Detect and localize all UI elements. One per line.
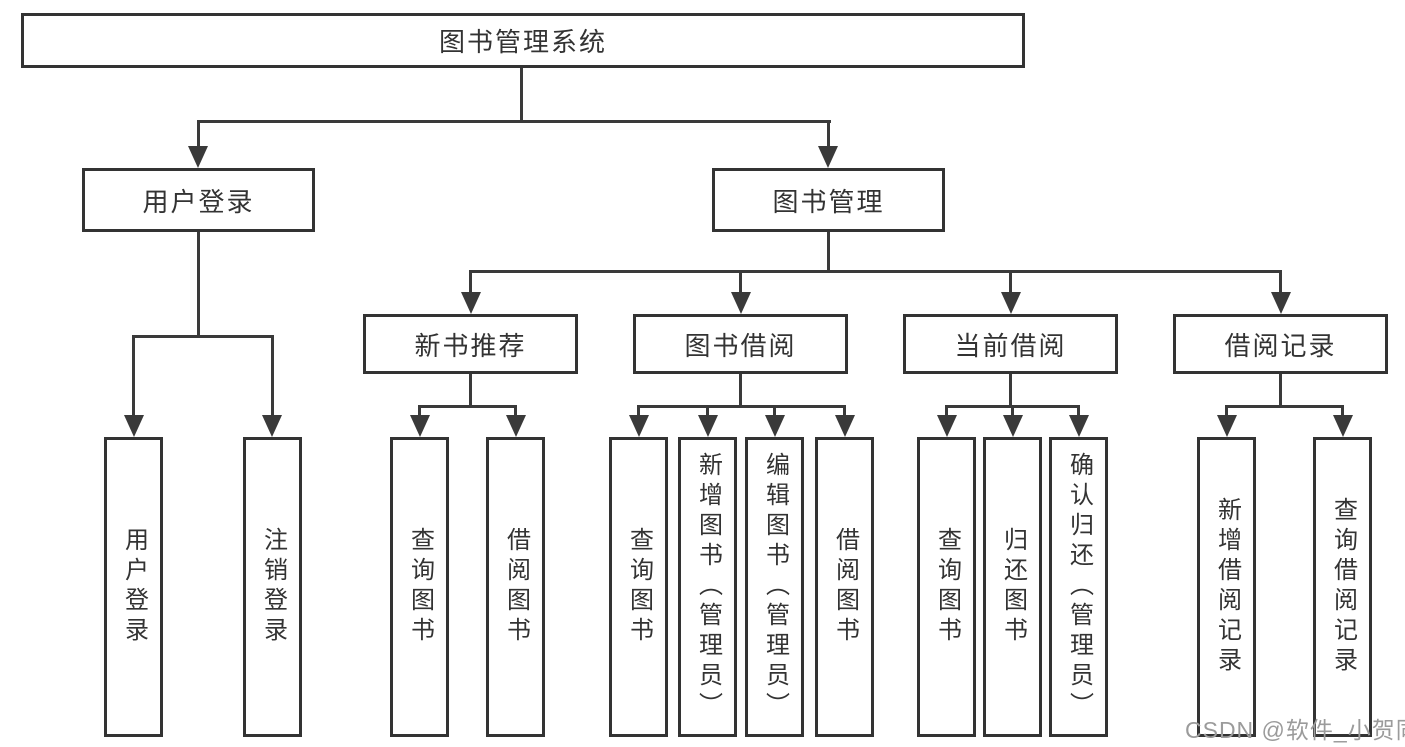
arrow-down-icon (410, 415, 430, 437)
leaf-logout: 注销登录 (243, 437, 302, 737)
arrow-down-icon (1217, 415, 1237, 437)
connector-login-drop-2 (271, 335, 274, 420)
connector-mgmt-drop-3 (1009, 270, 1012, 298)
connector-borrow-stem (739, 372, 742, 407)
arrow-down-icon (835, 415, 855, 437)
node-book-borrow-label: 图书借阅 (684, 330, 797, 361)
arrow-down-icon (1271, 292, 1291, 314)
connector-rec-branch (418, 405, 517, 408)
leaf-logout-label: 注销登录 (259, 527, 287, 647)
leaf-bb-borrow-books-label: 借阅图书 (831, 527, 859, 647)
leaf-cb-confirm-return-admin: 确认归还（管理员） (1049, 437, 1108, 737)
arrow-down-icon (1003, 415, 1023, 437)
csdn-watermark: CSDN @软件_小贺同学 (1185, 717, 1405, 743)
leaf-cb-confirm-return-admin-label: 确认归还（管理员） (1065, 452, 1093, 722)
leaf-br-add-record-label: 新增借阅记录 (1213, 497, 1241, 677)
node-borrow-records-label: 借阅记录 (1224, 330, 1337, 361)
leaf-br-query-record: 查询借阅记录 (1313, 437, 1372, 737)
arrow-down-icon (629, 415, 649, 437)
leaf-cb-return-books: 归还图书 (983, 437, 1042, 737)
connector-records-stem (1279, 372, 1282, 407)
connector-records-branch (1225, 405, 1343, 408)
connector-rec-stem (469, 372, 472, 407)
node-new-book-rec-label: 新书推荐 (414, 330, 527, 361)
connector-mgmt-stem (827, 230, 830, 272)
arrow-down-icon (1001, 292, 1021, 314)
arrow-down-icon (262, 415, 282, 437)
arrow-down-icon (1069, 415, 1089, 437)
connector-mgmt-branch (469, 270, 1282, 273)
leaf-br-add-record: 新增借阅记录 (1197, 437, 1256, 737)
connector-current-drop-1 (945, 405, 948, 420)
leaf-cb-query-books-label: 查询图书 (933, 527, 961, 647)
connector-borrow-drop-4 (843, 405, 846, 420)
leaf-bb-query-books-label: 查询图书 (625, 527, 653, 647)
connector-mgmt-drop-1 (469, 270, 472, 298)
connector-records-drop-2 (1341, 405, 1344, 420)
leaf-user-login: 用户登录 (104, 437, 163, 737)
leaf-bb-query-books: 查询图书 (609, 437, 668, 737)
leaf-rec-query-books: 查询图书 (390, 437, 449, 737)
connector-records-drop-1 (1225, 405, 1228, 420)
node-root-label: 图书管理系统 (438, 27, 607, 57)
leaf-cb-return-books-label: 归还图书 (999, 527, 1027, 647)
leaf-bb-edit-books-admin-label: 编辑图书（管理员） (761, 452, 789, 722)
connector-root-stem (520, 66, 523, 122)
node-borrow-records: 借阅记录 (1173, 314, 1388, 374)
node-book-mgmt-label: 图书管理 (772, 186, 885, 217)
arrow-down-icon (698, 415, 718, 437)
connector-rec-drop-2 (514, 405, 517, 420)
node-current-borrow: 当前借阅 (903, 314, 1118, 374)
leaf-bb-add-books-admin-label: 新增图书（管理员） (694, 452, 722, 722)
arrow-down-icon (506, 415, 526, 437)
connector-root-drop-left (197, 120, 200, 150)
connector-root-drop-right (827, 120, 830, 150)
node-book-borrow: 图书借阅 (633, 314, 848, 374)
connector-borrow-drop-3 (773, 405, 776, 420)
connector-rec-drop-1 (418, 405, 421, 420)
node-root-system: 图书管理系统 (21, 13, 1025, 68)
arrow-down-icon (818, 146, 838, 168)
leaf-bb-borrow-books: 借阅图书 (815, 437, 874, 737)
node-user-login: 用户登录 (82, 168, 315, 232)
leaf-br-query-record-label: 查询借阅记录 (1329, 497, 1357, 677)
connector-mgmt-drop-4 (1279, 270, 1282, 298)
connector-borrow-branch (637, 405, 846, 408)
arrow-down-icon (731, 292, 751, 314)
leaf-rec-query-books-label: 查询图书 (406, 527, 434, 647)
node-current-borrow-label: 当前借阅 (954, 330, 1067, 361)
connector-root-branch (197, 120, 831, 123)
connector-current-drop-2 (1011, 405, 1014, 420)
connector-current-drop-3 (1077, 405, 1080, 420)
connector-mgmt-drop-2 (739, 270, 742, 298)
arrow-down-icon (1333, 415, 1353, 437)
arrow-down-icon (461, 292, 481, 314)
arrow-down-icon (937, 415, 957, 437)
connector-login-branch (132, 335, 274, 338)
leaf-rec-borrow-books-label: 借阅图书 (502, 527, 530, 647)
leaf-rec-borrow-books: 借阅图书 (486, 437, 545, 737)
connector-login-stem (197, 230, 200, 337)
connector-login-drop-1 (132, 335, 135, 420)
connector-borrow-drop-2 (706, 405, 709, 420)
arrow-down-icon (188, 146, 208, 168)
node-new-book-rec: 新书推荐 (363, 314, 578, 374)
arrow-down-icon (765, 415, 785, 437)
connector-borrow-drop-1 (637, 405, 640, 420)
node-user-login-label: 用户登录 (142, 186, 255, 217)
connector-current-stem (1009, 372, 1012, 407)
node-book-mgmt: 图书管理 (712, 168, 945, 232)
leaf-bb-add-books-admin: 新增图书（管理员） (678, 437, 737, 737)
leaf-user-login-label: 用户登录 (120, 527, 148, 647)
leaf-bb-edit-books-admin: 编辑图书（管理员） (745, 437, 804, 737)
arrow-down-icon (124, 415, 144, 437)
leaf-cb-query-books: 查询图书 (917, 437, 976, 737)
